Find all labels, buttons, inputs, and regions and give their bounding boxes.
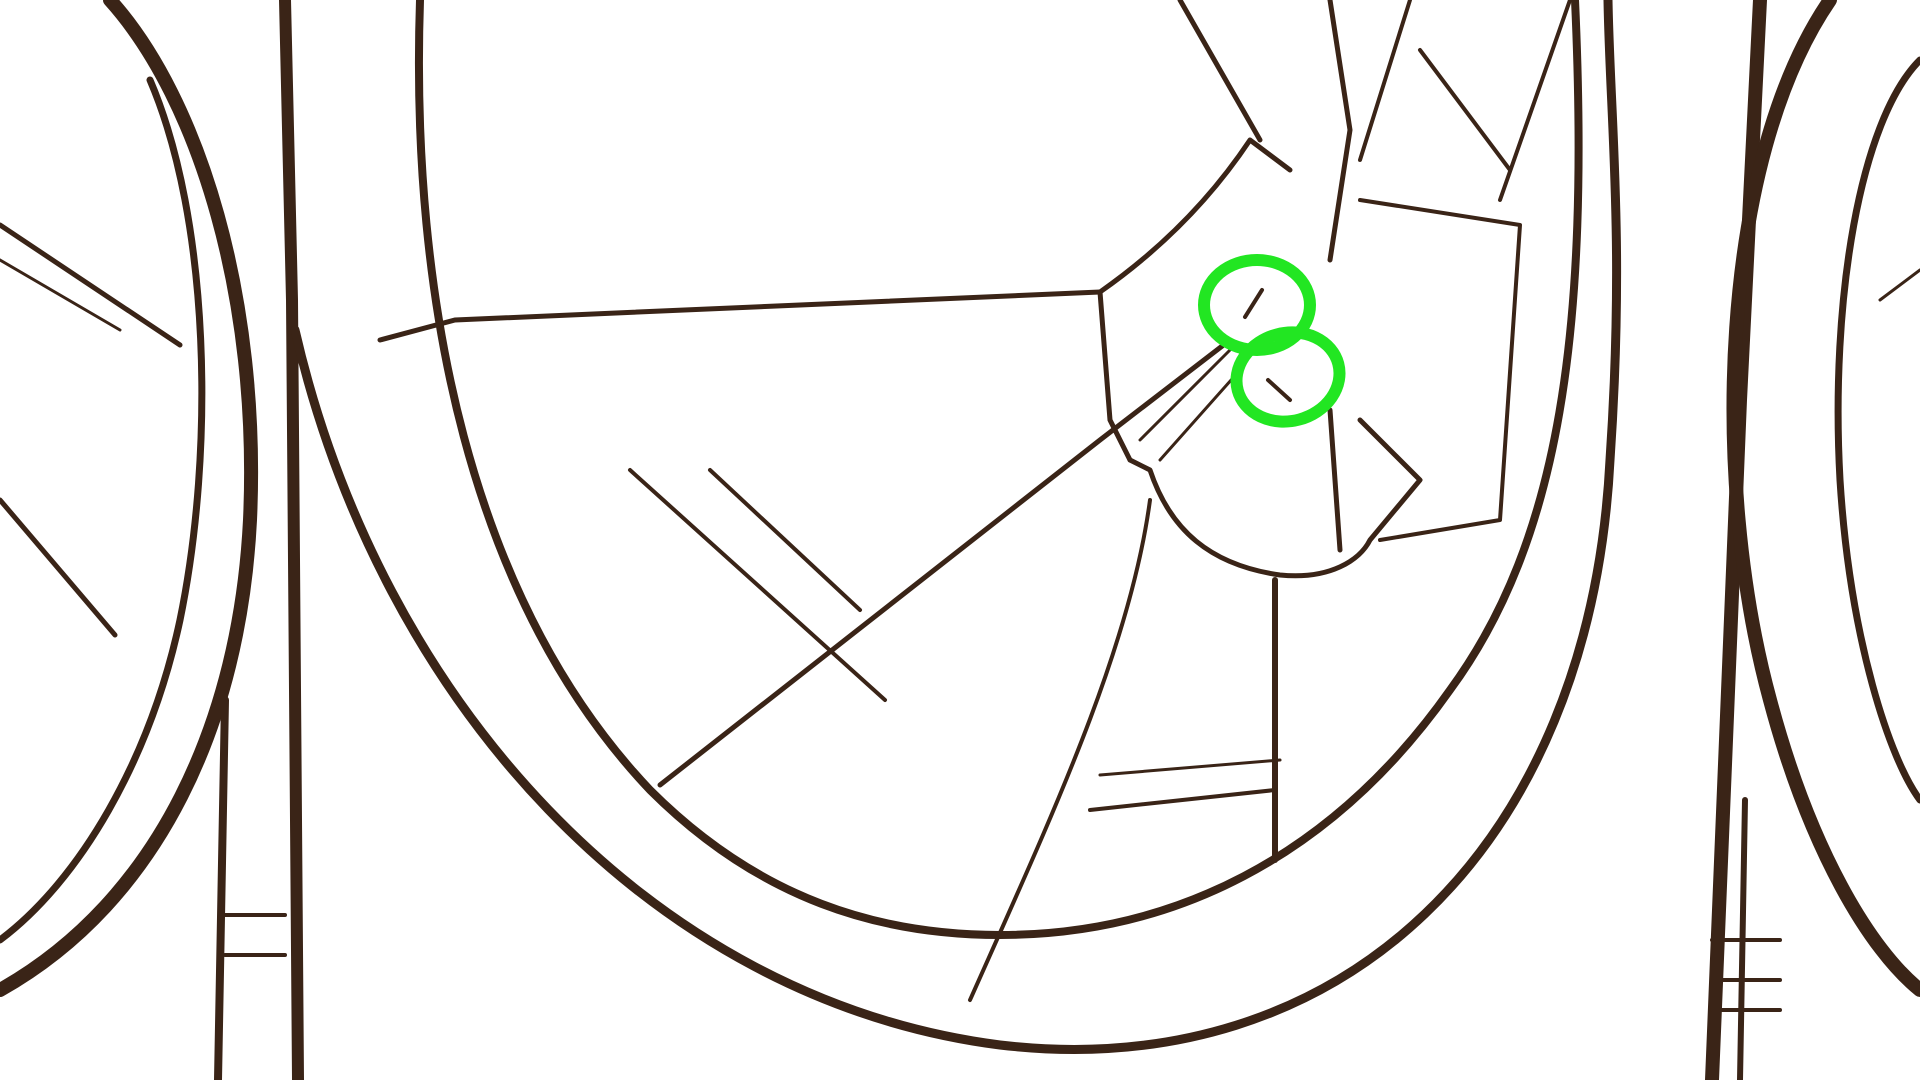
annotated-mark-upper bbox=[1243, 288, 1264, 319]
hub-inner-link-1 bbox=[1138, 348, 1232, 442]
hub-post-crossbar-2 bbox=[1098, 758, 1282, 777]
hub-mechanism bbox=[968, 0, 1572, 1002]
right-wheel-inner-rim bbox=[1834, 56, 1920, 804]
hub-lower-leg bbox=[968, 498, 1152, 1002]
right-wheel-outer-rim bbox=[1726, 0, 1920, 997]
hub-right-strut bbox=[1327, 407, 1343, 553]
left-frame-pole bbox=[214, 0, 304, 1080]
center-wheel-outer-rim bbox=[290, 0, 1622, 1054]
left-wheel-spoke-1 bbox=[0, 222, 183, 348]
hub-upper-right-arm-4 bbox=[1498, 0, 1572, 202]
left-wheel-outer-rim bbox=[0, 0, 259, 997]
left-pole-back bbox=[279, 0, 304, 1080]
left-wheel-spoke-2 bbox=[0, 258, 122, 332]
hub-post-crossbar-1 bbox=[1088, 788, 1277, 812]
hub-support-rod bbox=[1127, 417, 1423, 579]
left-wheel-inner-rim bbox=[0, 76, 206, 944]
left-wheel bbox=[0, 0, 259, 997]
right-wheel-spoke bbox=[1878, 268, 1920, 302]
hub-bracket-upper-arm bbox=[1097, 137, 1293, 295]
hub-bracket-vertical bbox=[1097, 289, 1133, 463]
annotated-marks bbox=[1243, 288, 1292, 402]
center-wheel bbox=[290, 0, 1622, 1054]
left-wheel-spoke-3 bbox=[0, 497, 118, 638]
annotated-mark-lower bbox=[1266, 378, 1292, 402]
hub-diagonal-spoke-short-1 bbox=[628, 468, 887, 702]
hub-upper-right-arm-2 bbox=[1358, 0, 1412, 162]
hub-diagonal-spoke-long bbox=[657, 337, 1233, 788]
hub-upper-left-arm bbox=[1177, 0, 1263, 143]
right-wheel bbox=[1726, 0, 1920, 997]
hub-horizontal-arm bbox=[377, 289, 1103, 343]
hub-inner-link-2 bbox=[1158, 368, 1242, 462]
annotations bbox=[1198, 254, 1346, 428]
left-pole-front bbox=[214, 696, 229, 1080]
annotation-circle-lower bbox=[1230, 326, 1346, 428]
hub-right-block bbox=[1358, 198, 1522, 542]
hub-upper-right-arm-1 bbox=[1327, 0, 1353, 263]
hub-upper-right-arm-3 bbox=[1418, 48, 1512, 172]
hub-diagonal-spoke-short-2 bbox=[708, 468, 862, 612]
